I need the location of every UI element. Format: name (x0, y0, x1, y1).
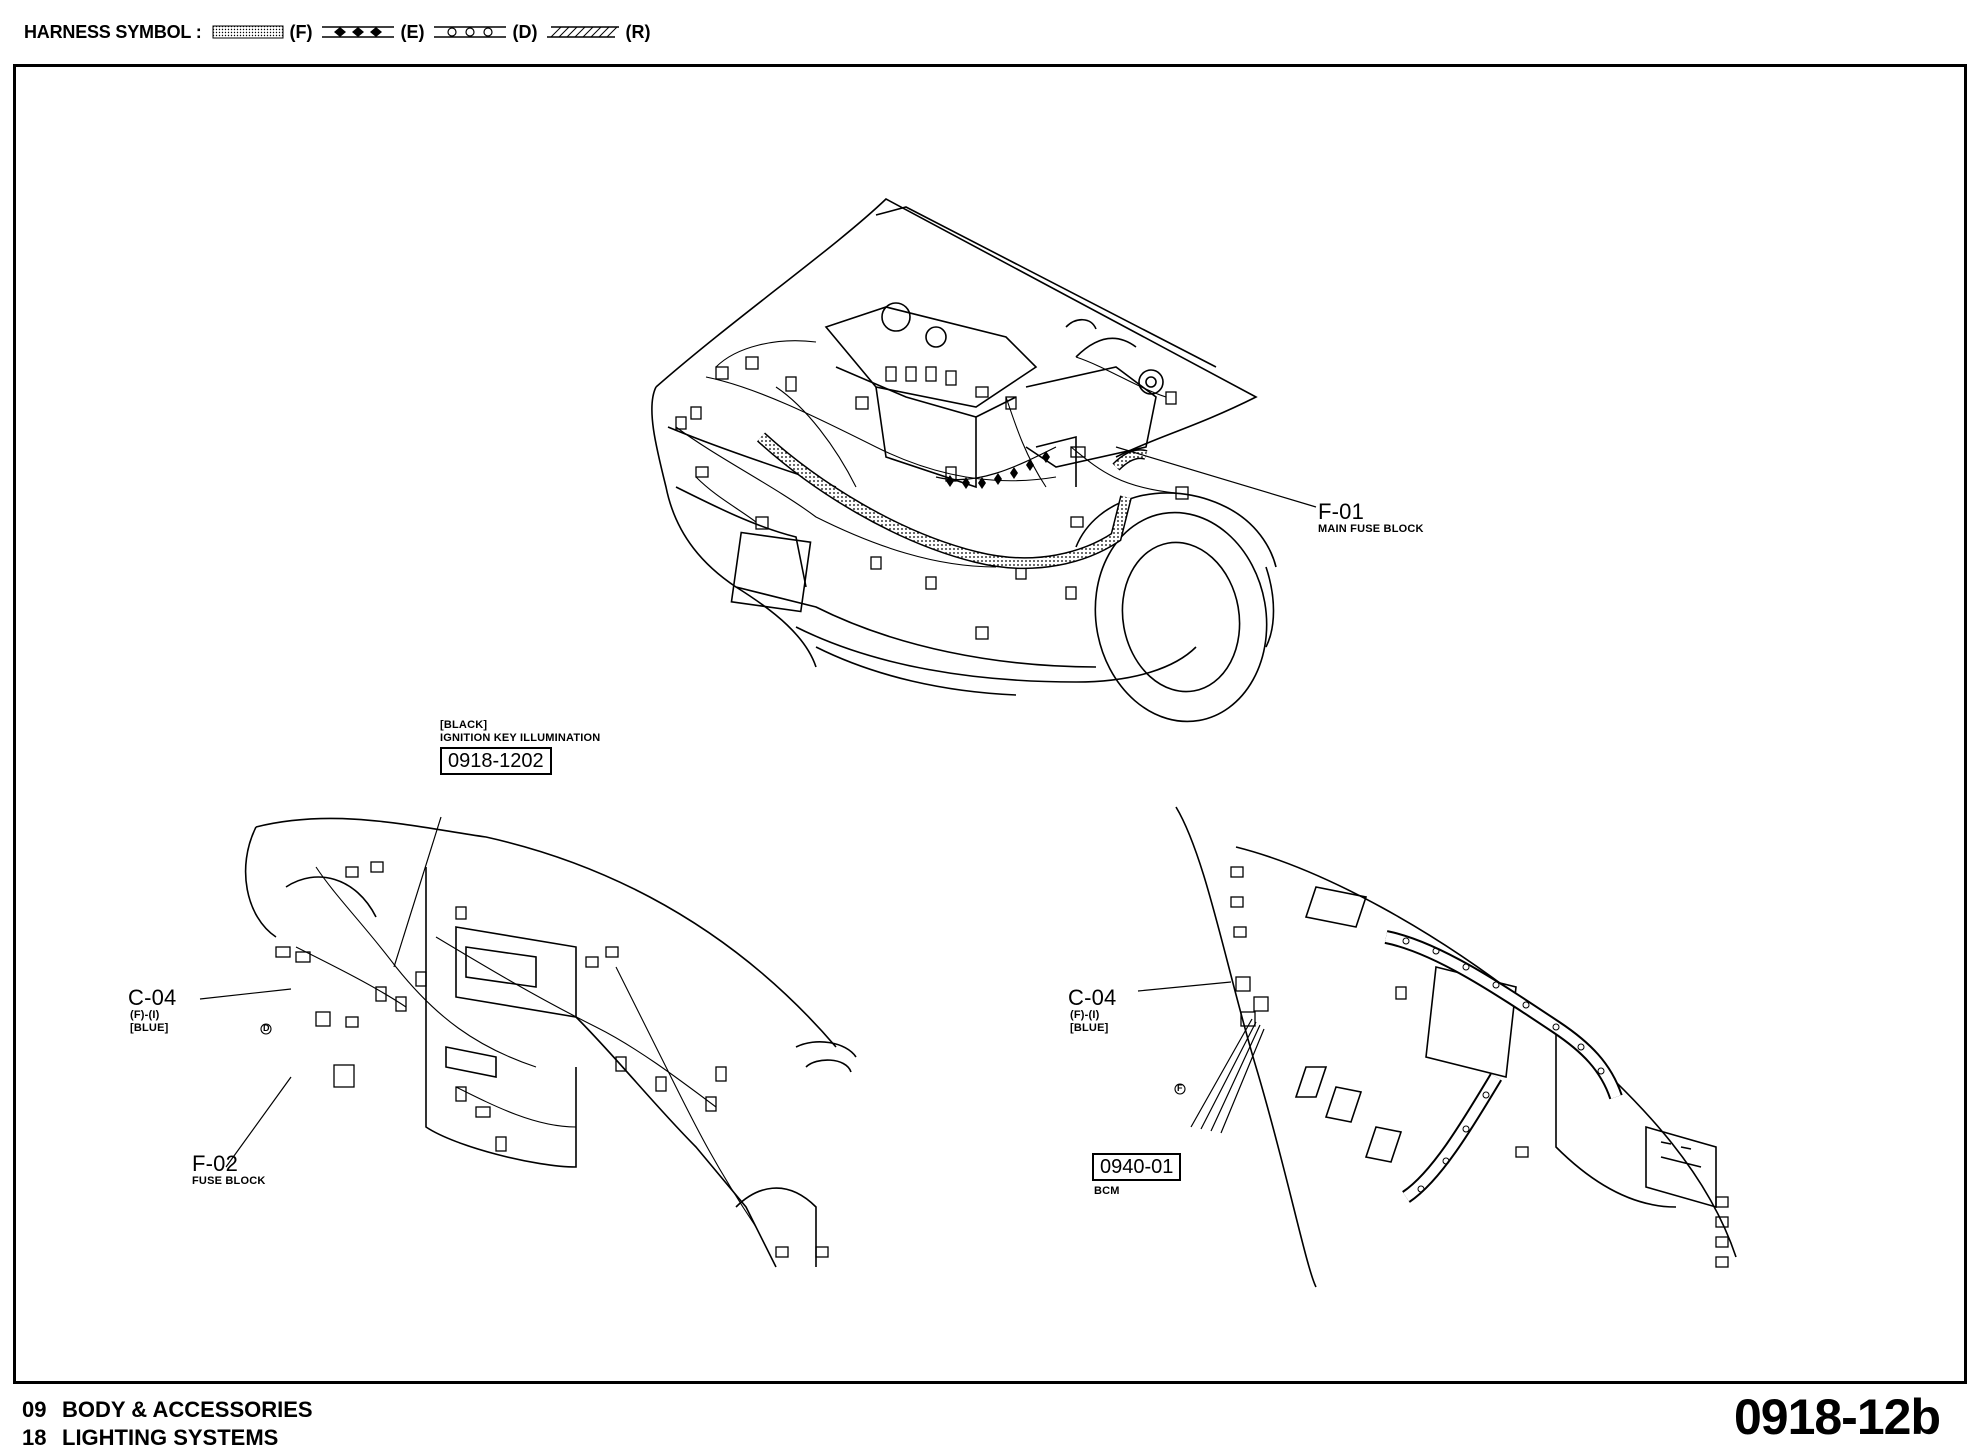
marker-f: F (1177, 1083, 1183, 1093)
f02-desc: FUSE BLOCK (192, 1175, 266, 1187)
legend-title: HARNESS SYMBOL : (24, 21, 202, 42)
c04-left-code: C-04 (128, 985, 177, 1010)
subsection-title: LIGHTING SYSTEMS (62, 1425, 279, 1450)
instrument-panel-left-drawing (199, 816, 857, 1268)
bcm-connector-code: 0940-01 (1092, 1153, 1182, 1181)
legend-item-r: (R) (547, 22, 650, 43)
legend-code-d: (D) (512, 21, 538, 42)
marker-d: D (263, 1023, 270, 1033)
legend-code-f: (F) (289, 21, 313, 42)
diamond-band-icon (322, 26, 395, 38)
harness-symbol-legend: HARNESS SYMBOL : (F) (E) (D) (24, 20, 650, 44)
c04-left-line1: (F)-(I) (130, 1009, 160, 1021)
ignition-desc: IGNITION KEY ILLUMINATION (440, 732, 601, 744)
c04-left-line2: [BLUE] (130, 1022, 169, 1034)
f01-code: F-01 (1318, 499, 1365, 524)
hatched-band-icon (547, 26, 620, 38)
instrument-panel-right-drawing (1137, 806, 1737, 1288)
subsection-number: 18 (22, 1425, 47, 1450)
wiring-harness-illustration (199, 198, 1737, 1288)
legend-item-e: (E) (322, 22, 424, 43)
engine-compartment-drawing (651, 198, 1317, 723)
legend-code-r: (R) (625, 21, 651, 42)
legend-code-e: (E) (400, 21, 425, 42)
dotted-band-icon (212, 25, 283, 39)
diagram-frame: F-01 MAIN FUSE BLOCK [BLACK] IGNITION KE… (13, 64, 1967, 1384)
c04-right-line2: [BLUE] (1070, 1022, 1109, 1034)
legend-item-f: (F) (212, 21, 313, 43)
f01-desc: MAIN FUSE BLOCK (1318, 523, 1424, 535)
ignition-connector-code: 0918-1202 (440, 747, 552, 775)
section-title: BODY & ACCESSORIES (62, 1397, 313, 1422)
page-code: 0918-12b (1733, 1389, 1941, 1445)
section-footer: 09 BODY & ACCESSORIES 18 LIGHTING SYSTEM… (22, 1396, 313, 1452)
legend-item-d: (D) (434, 22, 537, 43)
c04-right-code: C-04 (1068, 985, 1117, 1010)
c04-right-line1: (F)-(I) (1070, 1009, 1100, 1021)
circle-band-icon (434, 26, 507, 38)
f02-code: F-02 (192, 1151, 239, 1176)
section-number: 09 (22, 1397, 47, 1422)
ignition-color: [BLACK] (440, 719, 488, 731)
bcm-desc: BCM (1094, 1185, 1120, 1197)
